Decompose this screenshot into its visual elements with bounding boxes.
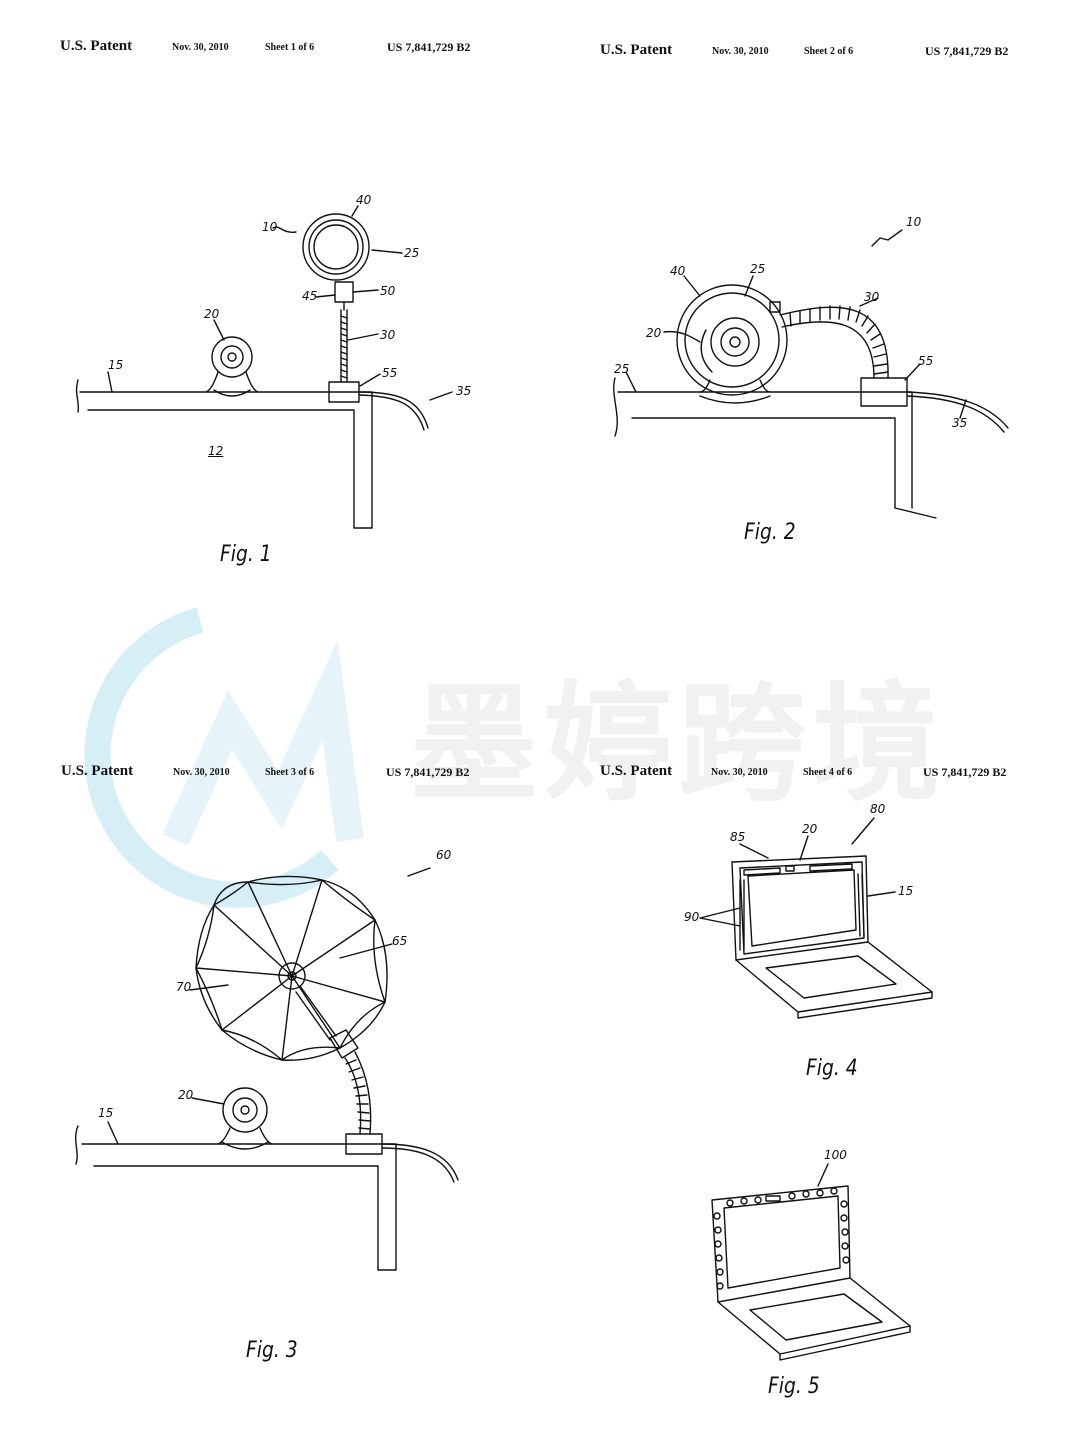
ref-numeral: 10 xyxy=(262,220,278,234)
ref-numeral: 30 xyxy=(380,328,396,342)
webcam xyxy=(222,1087,268,1133)
patent-label: U.S. Patent xyxy=(61,763,134,779)
ref-numeral: 25 xyxy=(614,362,630,376)
ref-numeral: 55 xyxy=(918,354,934,368)
sheet-number: Sheet 3 of 6 xyxy=(265,767,315,778)
fig4-drawing xyxy=(699,817,933,1019)
patent-date: Nov. 30, 2010 xyxy=(711,767,768,778)
ref-numeral: 15 xyxy=(108,358,124,372)
ref-numeral: 20 xyxy=(178,1088,194,1102)
ref-numeral: 35 xyxy=(456,384,472,398)
ref-numeral: 70 xyxy=(176,980,192,994)
ref-numeral: 55 xyxy=(382,366,398,380)
patent-date: Nov. 30, 2010 xyxy=(712,46,769,57)
sheet-number: Sheet 4 of 6 xyxy=(803,767,853,778)
watermark-text: 墨婷跨境 xyxy=(410,670,947,819)
patent-number: US 7,841,729 B2 xyxy=(925,44,1009,58)
ring-light xyxy=(676,284,788,396)
fig1-drawing xyxy=(75,205,453,529)
figure-caption: Fig. 2 xyxy=(744,520,796,545)
ref-numeral: 15 xyxy=(98,1106,114,1120)
ref-numeral: 20 xyxy=(204,307,220,321)
patent-date: Nov. 30, 2010 xyxy=(173,767,230,778)
ref-numeral: 20 xyxy=(802,822,818,836)
ref-numeral: 80 xyxy=(870,802,886,816)
figure-caption: Fig. 1 xyxy=(220,542,272,567)
ref-numeral: 30 xyxy=(864,290,880,304)
ref-numeral: 40 xyxy=(356,193,372,207)
ref-numeral: 35 xyxy=(952,416,968,430)
ref-numeral: 15 xyxy=(898,884,914,898)
ref-numeral: 60 xyxy=(436,848,452,862)
ref-numeral: 100 xyxy=(824,1148,847,1162)
ref-numeral: 25 xyxy=(750,262,766,276)
sheet-number: Sheet 1 of 6 xyxy=(265,42,315,53)
fig5-drawing xyxy=(711,1163,911,1361)
sheet-number: Sheet 2 of 6 xyxy=(804,46,854,57)
ref-numeral: 25 xyxy=(404,246,420,260)
patent-number: US 7,841,729 B2 xyxy=(387,40,471,54)
ref-numeral: 12 xyxy=(208,444,224,458)
patent-number: US 7,841,729 B2 xyxy=(923,765,1007,779)
figure-caption: Fig. 3 xyxy=(246,1338,298,1363)
ref-numeral: 65 xyxy=(392,934,408,948)
patent-date: Nov. 30, 2010 xyxy=(172,42,229,53)
ref-numeral: 40 xyxy=(670,264,686,278)
figure-caption: Fig. 5 xyxy=(768,1374,820,1399)
ref-numeral: 85 xyxy=(730,830,746,844)
patent-number: US 7,841,729 B2 xyxy=(386,765,470,779)
ref-numeral: 90 xyxy=(684,910,700,924)
figure-caption: Fig. 4 xyxy=(806,1056,858,1081)
patent-label: U.S. Patent xyxy=(600,763,673,779)
ref-numeral: 20 xyxy=(646,326,662,340)
fig2-drawing xyxy=(613,229,1009,519)
ref-numeral: 50 xyxy=(380,284,396,298)
patent-label: U.S. Patent xyxy=(60,38,133,54)
fig3-drawing xyxy=(75,867,459,1271)
ref-numeral: 10 xyxy=(906,215,922,229)
ref-numeral: 45 xyxy=(302,289,318,303)
patent-label: U.S. Patent xyxy=(600,42,673,58)
webcam xyxy=(211,336,253,378)
